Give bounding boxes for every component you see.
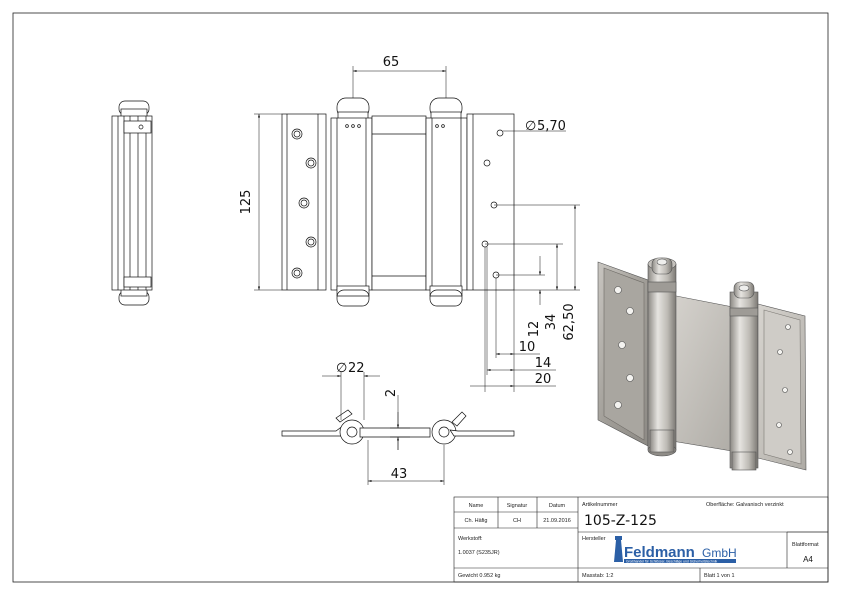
tb-name: Ch. Häfig	[465, 518, 488, 524]
logo-text: Feldmann	[624, 544, 695, 561]
dim-14: 14	[535, 356, 552, 371]
top-view	[281, 409, 515, 445]
dim-65: 65	[383, 55, 400, 70]
logo-tagline: Großhandel für Schlösser, Beschläge und …	[626, 560, 718, 564]
dimension-lines	[254, 66, 580, 392]
tb-blatt: Blatt 1 von 1	[704, 573, 735, 579]
tb-blattformat: A4	[803, 555, 813, 564]
dim-62-50: 62,50	[562, 303, 577, 340]
tb-header-datum: Datum	[549, 503, 566, 509]
dim-10: 10	[519, 340, 536, 355]
tb-header-werkstoff: Werkstoff:	[458, 536, 483, 542]
side-view	[111, 100, 153, 306]
tb-header-hersteller: Hersteller	[582, 536, 606, 542]
dim-22: 22	[348, 361, 365, 376]
dim-125: 125	[239, 190, 254, 215]
dim-34: 34	[544, 314, 559, 331]
dim-20: 20	[535, 372, 552, 387]
lighthouse-icon	[614, 540, 623, 562]
tb-signatur: CH	[513, 518, 521, 524]
tb-header-signatur: Signatur	[507, 503, 528, 509]
dim-diameter-symbol-2: ∅	[336, 361, 347, 376]
tb-datum: 21.09.2016	[543, 518, 571, 524]
dim-43: 43	[391, 467, 408, 482]
tb-artikel: 105-Z-125	[584, 513, 657, 529]
left-plate-holes	[291, 128, 317, 279]
logo-suffix: GmbH	[702, 546, 737, 560]
right-plate	[466, 113, 515, 291]
dim-hole-diameter: 5,70	[537, 119, 566, 134]
front-view	[281, 97, 515, 307]
tb-header-name: Name	[469, 503, 484, 509]
dim-12: 12	[527, 321, 542, 338]
top-view-dimensions	[322, 372, 445, 485]
tb-oberflaeche: Oberfläche: Galvanisch verzinkt	[706, 502, 784, 508]
tb-header-artikel: Artikelnummer	[582, 502, 618, 508]
feldmann-logo: Feldmann GmbH Großhandel für Schlösser, …	[614, 536, 737, 564]
dim-diameter-symbol: ∅	[525, 119, 536, 134]
tb-werkstoff: 1.0037 (S235JR)	[458, 550, 500, 556]
dim-2: 2	[384, 389, 399, 397]
isometric-view	[597, 257, 807, 471]
tb-massstab: Masstab: 1:2	[582, 573, 614, 579]
tb-gewicht: Gewicht 0.952 kg	[458, 573, 501, 579]
sheet-border	[12, 12, 829, 583]
tb-header-blattformat: Blattformat	[792, 542, 819, 548]
title-block	[453, 496, 829, 583]
